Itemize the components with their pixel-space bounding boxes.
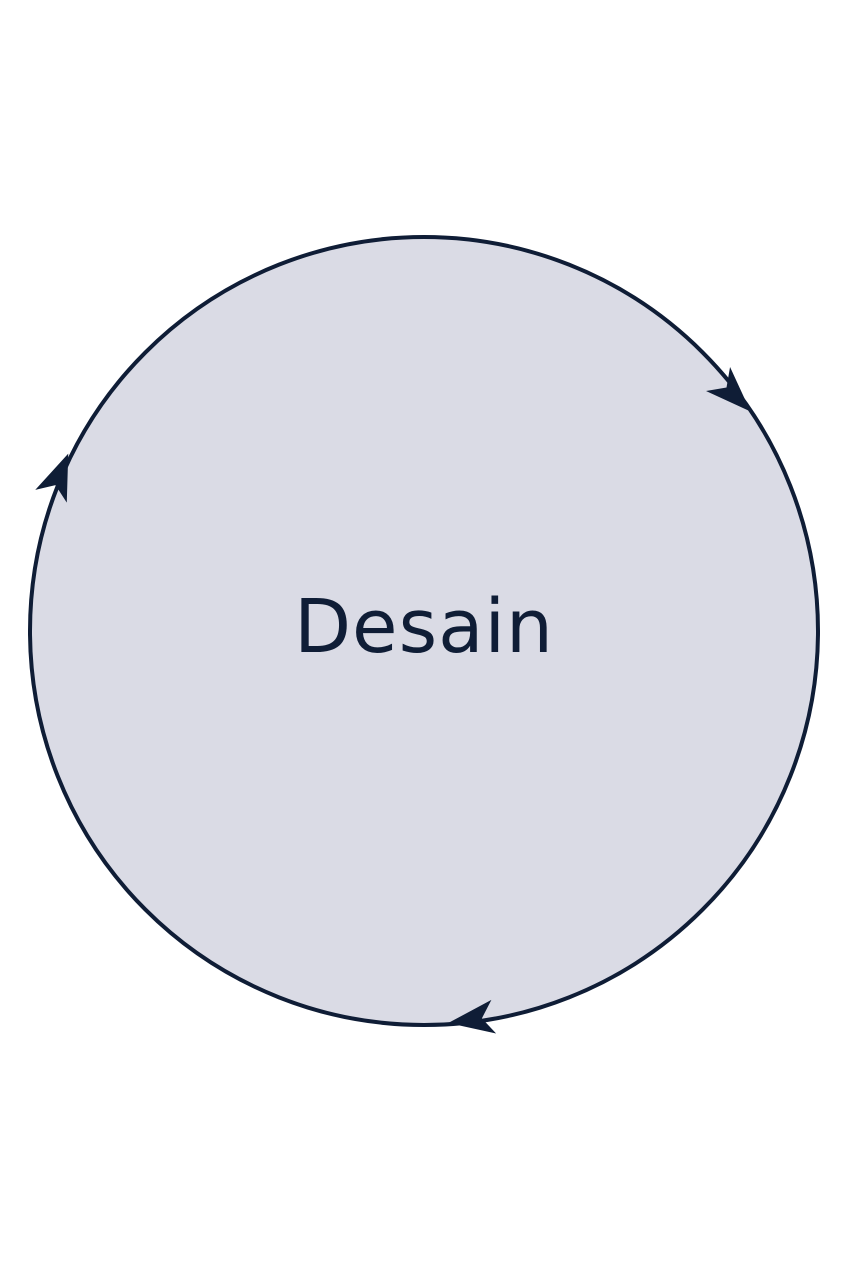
- arrowhead-left-icon: [35, 453, 69, 503]
- cycle-circle: [28, 235, 820, 1027]
- arrowhead-bottom-icon: [448, 999, 497, 1034]
- arrowhead-upper-right-icon: [706, 367, 751, 412]
- center-label: Desain: [294, 584, 554, 670]
